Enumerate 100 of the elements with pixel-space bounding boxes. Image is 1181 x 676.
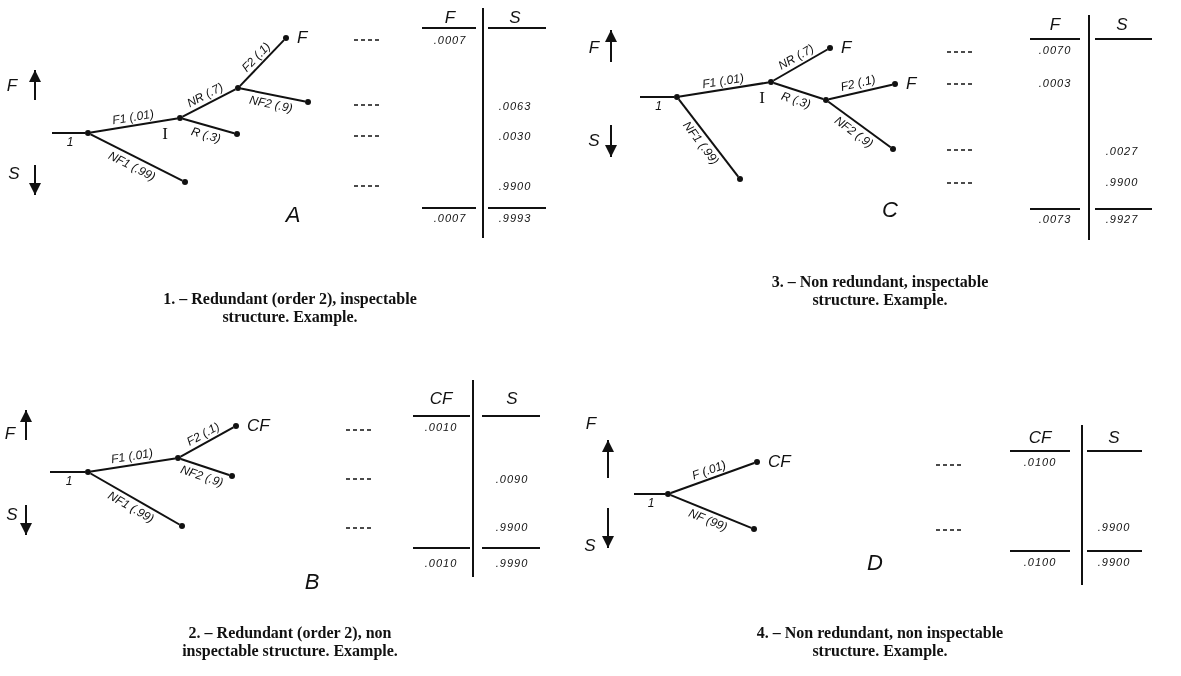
column-header: CF: [1028, 428, 1052, 446]
edge-label: R (.3): [190, 124, 223, 145]
branch-point: [175, 455, 181, 461]
edge-label: F (.01): [690, 457, 728, 482]
edge-label: 1: [66, 136, 74, 148]
table-value: .0073: [1038, 213, 1072, 225]
edge-label: 1: [65, 475, 73, 487]
edge-label: NF1 (.99): [105, 488, 156, 525]
end-point-label: CF: [233, 417, 270, 434]
edge-label: F1 (.01): [109, 446, 154, 466]
table-value: .0070: [1038, 44, 1072, 56]
branch-point: [85, 130, 91, 136]
table-value: .0030: [498, 130, 532, 142]
panel-letter: C: [882, 199, 898, 221]
edge-label: NF2 (.9): [832, 113, 876, 150]
table-value: .0007: [433, 34, 467, 46]
end-point-label: F: [827, 39, 852, 56]
direction-label: S: [8, 164, 20, 182]
branch-line: [89, 472, 181, 526]
branch-point: [85, 469, 91, 475]
branch-point: [737, 176, 743, 182]
branch-line: [89, 457, 177, 473]
branch-line: [89, 117, 179, 134]
branch-point: [229, 473, 235, 479]
edge-label: 1: [655, 100, 662, 112]
branch-point: [235, 85, 241, 91]
edge-label: F1 (.01): [110, 107, 155, 126]
branch-line: [179, 426, 235, 458]
branch-line: [639, 96, 675, 98]
edge-label: NF1 (.99): [107, 148, 158, 183]
branch-line: [827, 100, 892, 149]
branch-point: [182, 179, 188, 185]
branch-point: [179, 523, 185, 529]
column-header: F: [1049, 15, 1061, 33]
direction-label: S: [584, 536, 596, 554]
direction-label: F: [585, 414, 597, 432]
table-value: .9900: [1097, 556, 1131, 568]
end-point-label: CF: [754, 453, 791, 470]
branch-line: [51, 132, 86, 134]
figure-caption: 2. – Redundant (order 2), non inspectable structure. Example.: [181, 624, 399, 661]
branch-line: [89, 133, 184, 182]
table-value: .0027: [1105, 145, 1139, 157]
branch-point: [751, 526, 757, 532]
branch-point: [890, 146, 896, 152]
column-header: S: [1108, 428, 1120, 446]
table-value: .0063: [498, 100, 532, 112]
edge-label: 1: [647, 497, 655, 509]
branch-line: [179, 457, 231, 477]
figure-caption: 1. – Redundant (order 2), inspectable structure. Example.: [162, 290, 418, 327]
branch-line: [827, 83, 894, 101]
node-note: I: [759, 88, 765, 106]
branch-line: [239, 87, 307, 103]
figure-caption: 4. – Non redundant, non inspectable structure. Example.: [755, 624, 1005, 661]
table-value: .9900: [1097, 521, 1131, 533]
table-value: .9900: [1105, 176, 1139, 188]
direction-label: S: [588, 131, 600, 149]
edge-label: R (.3): [779, 89, 812, 110]
direction-label: F: [4, 424, 16, 442]
table-value: .0010: [424, 557, 458, 569]
column-header: S: [506, 389, 518, 407]
branch-line: [669, 494, 753, 529]
table-value: .0010: [424, 421, 458, 433]
branch-line: [772, 81, 825, 101]
edge-label: NF2 (.9): [179, 462, 225, 489]
panel-letter: A: [285, 204, 301, 226]
branch-point: [177, 115, 183, 121]
edge-label: NR (.7): [184, 80, 225, 110]
end-point-label: F: [892, 75, 917, 92]
branch-line: [677, 98, 740, 178]
direction-label: F: [588, 38, 600, 56]
table-value: .9993: [498, 212, 532, 224]
branch-point: [665, 491, 671, 497]
branch-line: [633, 493, 666, 495]
end-point-label: F: [283, 29, 308, 46]
branch-line: [239, 39, 285, 87]
panel-letter: B: [304, 571, 320, 593]
branch-point: [305, 99, 311, 105]
edge-label: F2 (.1): [839, 73, 877, 94]
direction-label: S: [6, 505, 18, 523]
edge-label: F2 (.1): [184, 420, 221, 448]
table-value: .9990: [495, 557, 529, 569]
branch-line: [181, 117, 236, 135]
column-header: S: [1116, 15, 1128, 33]
branch-point: [234, 131, 240, 137]
table-value: .0100: [1023, 556, 1057, 568]
table-value: .0003: [1038, 77, 1072, 89]
edge-label: NF (99): [686, 506, 729, 533]
table-value: .9900: [498, 180, 532, 192]
edge-label: NR (.7): [776, 42, 816, 73]
branch-line: [678, 81, 770, 98]
branch-point: [674, 94, 680, 100]
branch-line: [669, 462, 756, 494]
column-header: CF: [429, 389, 453, 407]
node-note: I: [162, 124, 168, 142]
branch-point: [823, 97, 829, 103]
branch-line: [772, 48, 829, 82]
table-value: .9900: [495, 521, 529, 533]
branch-line: [181, 88, 237, 118]
table-value: .0007: [433, 212, 467, 224]
edge-label: NF2 (.9): [248, 93, 294, 114]
